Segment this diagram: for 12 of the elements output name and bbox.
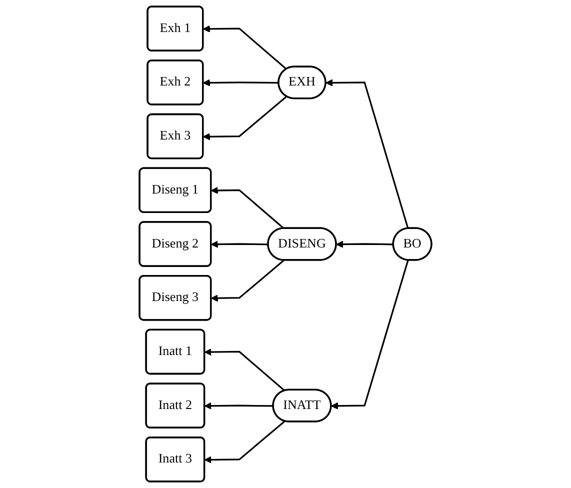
arrow bbox=[202, 25, 288, 70]
arrow bbox=[331, 260, 409, 410]
arrow bbox=[204, 402, 274, 410]
arrow bbox=[210, 240, 268, 248]
arrow bbox=[204, 420, 286, 464]
arrow bbox=[202, 96, 288, 140]
arrow bbox=[210, 260, 284, 302]
arrow bbox=[326, 79, 409, 229]
arrow bbox=[210, 186, 284, 230]
arrow bbox=[202, 79, 279, 86]
arrow bbox=[336, 240, 394, 248]
arrow bbox=[204, 348, 286, 392]
